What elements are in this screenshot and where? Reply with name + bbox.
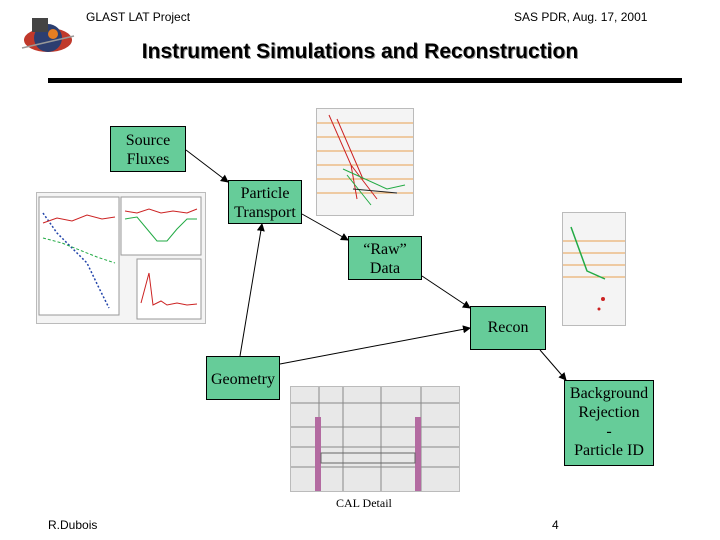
glast-logo [20, 14, 76, 60]
page-number: 4 [552, 518, 559, 532]
project-label: GLAST LAT Project [86, 10, 191, 24]
recon-track-image [562, 212, 626, 326]
arrow-source-to-transport [185, 149, 229, 183]
cal-detail-caption: CAL Detail [336, 496, 392, 510]
flux-plot-image [36, 192, 206, 324]
author-label: R.Dubois [48, 518, 98, 532]
arrow-raw-to-recon [421, 275, 471, 309]
arrow-recon-to-background [539, 349, 567, 381]
title-divider [48, 78, 682, 83]
date-label: SAS PDR, Aug. 17, 2001 [514, 10, 648, 24]
arrow-transport-to-raw [301, 213, 349, 241]
geometry-box: Geometry [206, 356, 280, 400]
recon-box: Recon [470, 306, 546, 350]
cal-detail-image [290, 386, 460, 492]
particle-track-image [316, 108, 414, 216]
arrow-geometry-to-recon [279, 325, 471, 365]
arrow-geometry-to-transport [239, 223, 265, 357]
page-title: Instrument Simulations and Reconstructio… [141, 40, 579, 63]
raw-data-box: “Raw”Data [348, 236, 422, 280]
